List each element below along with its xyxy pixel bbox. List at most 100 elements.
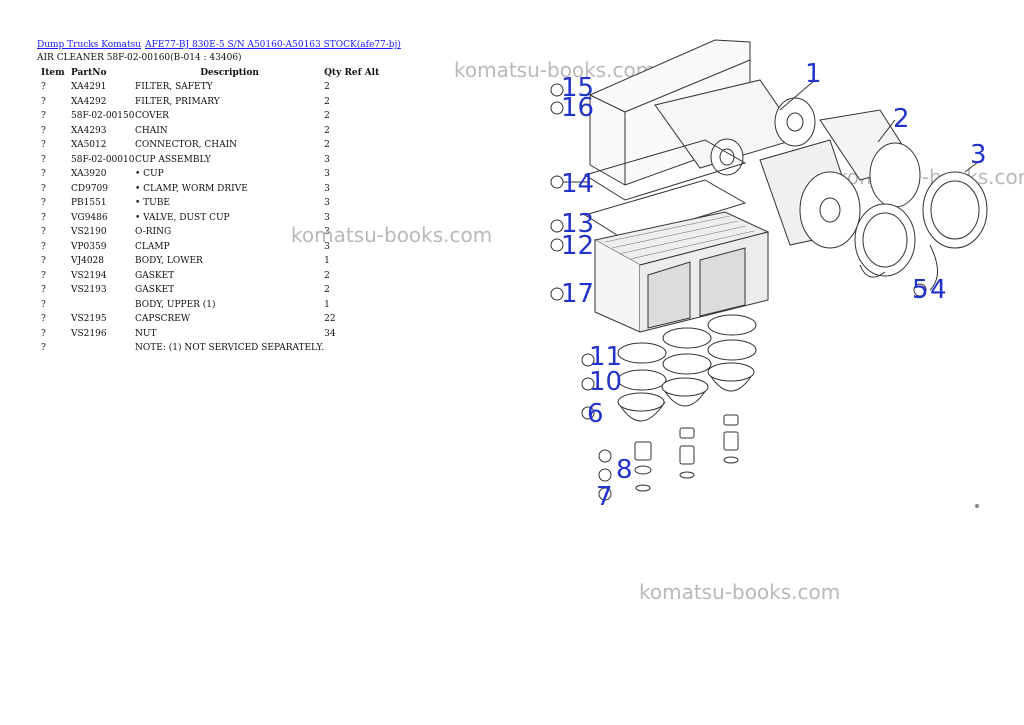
cell-item: ? <box>41 285 46 296</box>
watermark: komatsu-books.com <box>291 223 493 247</box>
cell-partno: VS2194 <box>71 270 107 281</box>
exploded-parts-diagram: 1 2 3 4 5 6 7 8 10 11 12 13 14 15 16 17 <box>550 39 988 512</box>
callout-12: 12 <box>561 231 594 261</box>
cell-description: CLAMP <box>135 241 170 252</box>
cell-description: GASKET <box>135 270 175 281</box>
cell-item: ? <box>41 183 46 194</box>
cell-qty: 2 <box>324 125 330 136</box>
cell-qty: 3 <box>324 169 330 180</box>
cell-qty: 2 <box>324 140 330 151</box>
cell-qty: 22 <box>324 314 336 325</box>
column-header-partno: PartNo <box>71 68 107 78</box>
table-row: ? PB1551 • TUBE 3 <box>37 196 384 211</box>
cell-qty: 2 <box>324 270 330 281</box>
cell-description: COVER <box>135 111 169 122</box>
cell-description: BODY, LOWER <box>135 256 203 267</box>
callout-16: 16 <box>561 93 594 123</box>
cell-partno: VS2190 <box>71 227 107 238</box>
cell-partno: VS2193 <box>71 285 107 296</box>
callout-7: 7 <box>596 482 613 512</box>
parts-table: Item PartNo Description Qty Ref Alt ? XA4… <box>37 66 384 356</box>
cell-description: BODY, UPPER (1) <box>135 299 216 310</box>
watermark: komatsu-books.com <box>454 58 656 82</box>
column-header-description: Description <box>200 68 259 78</box>
callout-1: 1 <box>805 59 822 89</box>
cell-item: ? <box>41 140 46 151</box>
cell-partno: XA4293 <box>71 125 107 136</box>
cell-qty <box>324 341 384 356</box>
cell-qty: 3 <box>324 227 330 238</box>
callout-4: 4 <box>930 275 947 305</box>
cell-qty: 1 <box>324 299 330 310</box>
callout-3: 3 <box>970 140 987 170</box>
callout-2: 2 <box>893 104 910 134</box>
table-row: ? VS2193 GASKET 2 <box>37 283 384 298</box>
callout-11: 11 <box>589 342 622 372</box>
cell-partno: VG9486 <box>71 212 108 223</box>
table-row: ? VS2196 NUT 34 <box>37 327 384 342</box>
cell-item: ? <box>41 212 46 223</box>
cell-item: ? <box>41 198 46 209</box>
cell-description: NUT <box>135 328 157 339</box>
cell-partno: XA4292 <box>71 96 107 107</box>
cell-description: FILTER, SAFETY <box>135 82 213 93</box>
cell-description: • CUP <box>135 169 164 180</box>
cell-partno <box>71 298 135 313</box>
cell-item: ? <box>41 299 46 310</box>
table-row: ? VS2190 O-RING 3 <box>37 225 384 240</box>
cell-description: • TUBE <box>135 198 170 209</box>
cell-item: ? <box>41 241 46 252</box>
cell-description: O-RING <box>135 227 172 238</box>
breadcrumb-link-category[interactable]: Dump Trucks Komatsu <box>37 40 142 50</box>
cell-item: ? <box>41 270 46 281</box>
table-row: ? XA4293 CHAIN 2 <box>37 124 384 139</box>
table-row: ? NOTE: (1) NOT SERVICED SEPARATELY. <box>37 341 384 356</box>
cell-partno: VS2196 <box>71 328 107 339</box>
cell-qty: 3 <box>324 212 330 223</box>
cell-partno: PB1551 <box>71 198 107 209</box>
cell-description: GASKET <box>135 285 175 296</box>
cell-item: ? <box>41 154 46 165</box>
cell-qty: 2 <box>324 82 330 93</box>
cell-partno: XA4291 <box>71 82 107 93</box>
callout-13: 13 <box>561 209 594 239</box>
callout-15: 15 <box>561 73 594 103</box>
table-row: ? VG9486 • VALVE, DUST CUP 3 <box>37 211 384 226</box>
cell-description: NOTE: (1) NOT SERVICED SEPARATELY. <box>135 343 325 354</box>
cell-qty: 34 <box>324 328 336 339</box>
cell-description: CHAIN <box>135 125 168 136</box>
cell-qty: 3 <box>324 241 330 252</box>
cell-qty: 2 <box>324 285 330 296</box>
callout-6: 6 <box>587 399 604 429</box>
cell-partno: 58F-02-00150 <box>71 111 135 122</box>
breadcrumb-link-model[interactable]: AFE77-BJ 830E-5 S/N A50160-A50163 STOCK(… <box>145 40 401 50</box>
cell-item: ? <box>41 111 46 122</box>
cell-item: ? <box>41 125 46 136</box>
cell-qty: 3 <box>324 183 330 194</box>
cell-item: ? <box>41 169 46 180</box>
page-marker-dot <box>975 504 979 508</box>
cell-description: • CLAMP, WORM DRIVE <box>135 183 248 194</box>
cell-qty: 2 <box>324 111 330 122</box>
callout-8: 8 <box>616 455 633 485</box>
cell-item: ? <box>41 96 46 107</box>
cell-qty: 3 <box>324 198 330 209</box>
cell-partno: VS2195 <box>71 314 107 325</box>
cell-description: • VALVE, DUST CUP <box>135 212 230 223</box>
cell-description: FILTER, PRIMARY <box>135 96 220 107</box>
cell-item: ? <box>41 343 46 354</box>
cell-item: ? <box>41 227 46 238</box>
table-header-row: Item PartNo Description Qty Ref Alt <box>37 66 384 80</box>
cell-partno: VJ4028 <box>71 256 105 267</box>
callout-5: 5 <box>912 275 929 305</box>
cell-qty: 1 <box>324 256 330 267</box>
cell-item: ? <box>41 328 46 339</box>
